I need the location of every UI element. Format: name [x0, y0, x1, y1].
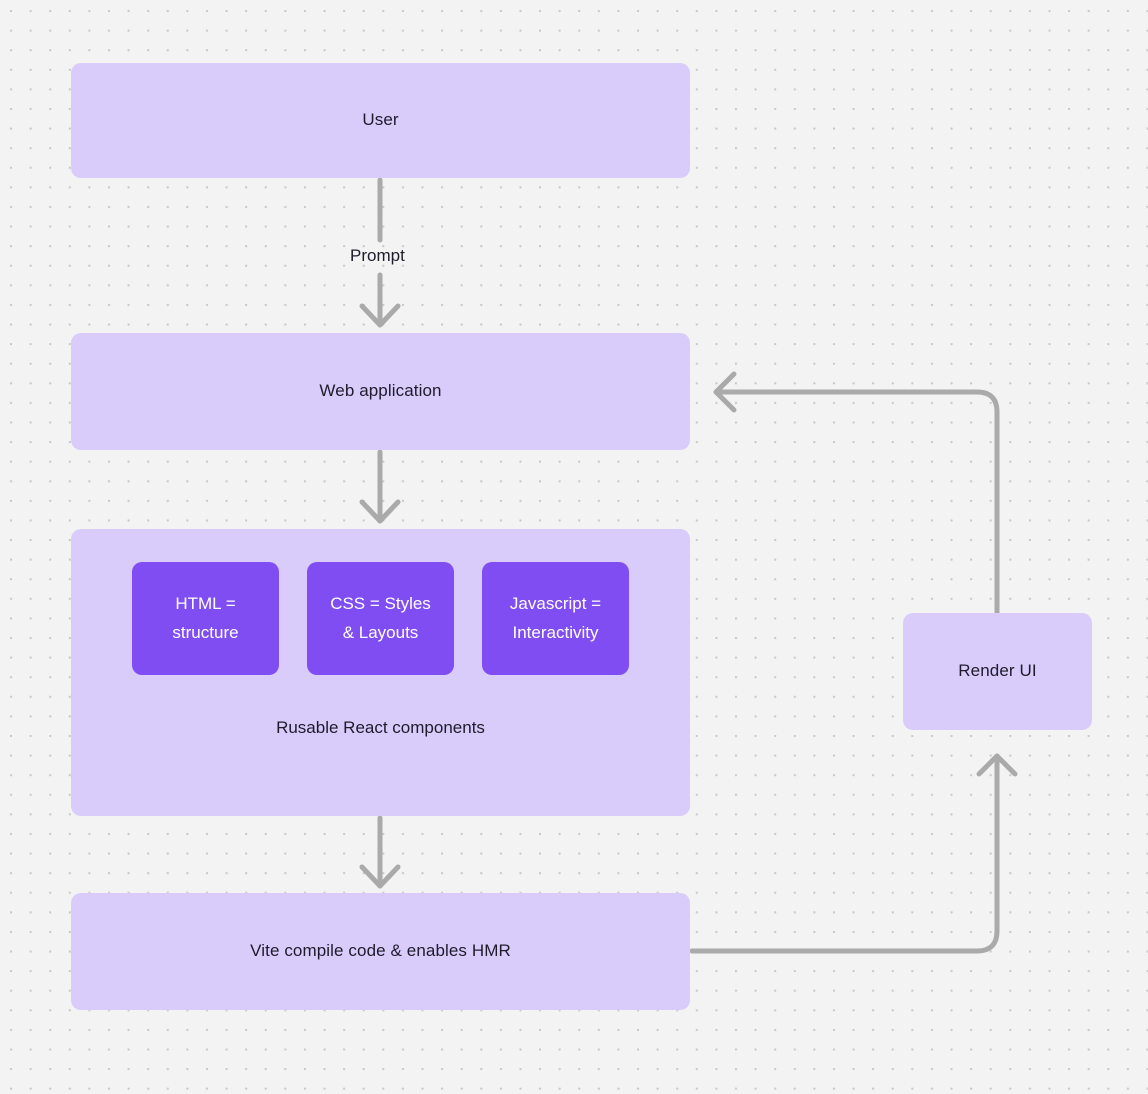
node-vite[interactable]: Vite compile code & enables HMR	[71, 893, 690, 1010]
tech-box-html[interactable]: HTML = structure	[132, 562, 279, 675]
node-web-application[interactable]: Web application	[71, 333, 690, 450]
node-render-ui[interactable]: Render UI	[903, 613, 1092, 730]
arrowhead-webapp-to-components	[359, 499, 401, 524]
tech-box-html-label: HTML = structure	[172, 593, 239, 642]
tech-box-javascript-label: Javascript = Interactivity	[509, 593, 602, 642]
arrowhead-render-to-webapp	[713, 371, 737, 413]
node-user[interactable]: User	[71, 63, 690, 178]
tech-box-css-label: CSS = Styles & Layouts	[330, 593, 431, 642]
node-user-label: User	[362, 110, 399, 130]
node-react-components[interactable]: HTML = structure CSS = Styles & Layouts …	[71, 529, 690, 816]
node-vite-label: Vite compile code & enables HMR	[250, 941, 511, 961]
tech-box-css[interactable]: CSS = Styles & Layouts	[307, 562, 454, 675]
edge-render-to-webapp	[713, 389, 1000, 616]
arrowhead-user-to-webapp	[359, 303, 401, 328]
tech-box-row: HTML = structure CSS = Styles & Layouts …	[71, 562, 690, 675]
node-react-components-label: Rusable React components	[276, 718, 485, 737]
arrowhead-components-to-vite	[359, 864, 401, 889]
arrowhead-vite-to-render	[976, 753, 1018, 777]
edge-label-prompt: Prompt	[350, 246, 405, 265]
tech-box-javascript[interactable]: Javascript = Interactivity	[482, 562, 629, 675]
node-render-ui-label: Render UI	[958, 661, 1037, 681]
edge-vite-to-render	[689, 753, 1000, 954]
node-web-application-label: Web application	[319, 381, 442, 401]
